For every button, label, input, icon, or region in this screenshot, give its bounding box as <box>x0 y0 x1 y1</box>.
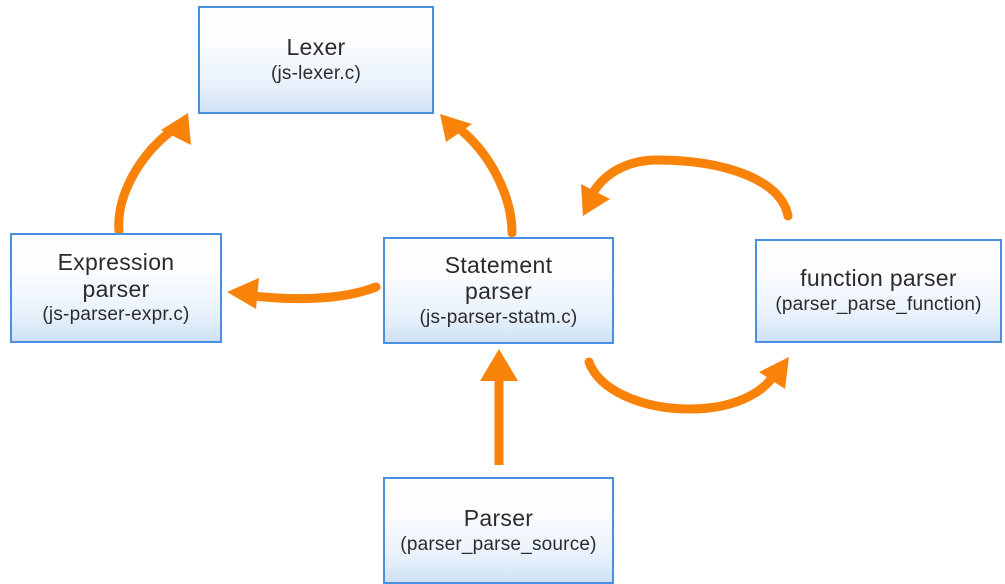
edge-parser-to-statement <box>480 349 518 465</box>
node-parser-title: Parser <box>463 504 534 531</box>
node-lexer-title: Lexer <box>286 34 346 61</box>
node-expression-parser-subtitle: (js-parser-expr.c) <box>42 304 190 326</box>
node-expression-parser-title-line1: Expression <box>57 249 175 276</box>
node-function-parser-subtitle: (parser_parse_function) <box>775 294 982 316</box>
edge-expression-to-lexer <box>114 113 191 236</box>
node-function-parser[interactable]: function parser (parser_parse_function) <box>755 239 1002 343</box>
node-expression-parser[interactable]: Expression parser (js-parser-expr.c) <box>10 233 222 343</box>
node-parser[interactable]: Parser (parser_parse_source) <box>383 477 614 584</box>
node-expression-parser-title-line2: parser <box>82 275 150 302</box>
node-statement-parser-subtitle: (js-parser-statm.c) <box>419 306 578 328</box>
node-parser-subtitle: (parser_parse_source) <box>400 533 597 555</box>
node-lexer[interactable]: Lexer (js-lexer.c) <box>198 6 434 114</box>
edge-statement-to-function <box>584 357 789 414</box>
node-statement-parser-title-line2: parser <box>465 278 532 305</box>
node-lexer-subtitle: (js-lexer.c) <box>270 63 361 85</box>
node-statement-parser[interactable]: Statement parser (js-parser-statm.c) <box>383 237 614 344</box>
node-statement-parser-title-line1: Statement <box>444 251 553 278</box>
edge-statement-to-lexer <box>440 114 517 238</box>
node-function-parser-title: function parser <box>800 265 957 292</box>
edge-function-to-statement <box>581 155 793 221</box>
edge-statement-to-expression <box>227 278 381 309</box>
